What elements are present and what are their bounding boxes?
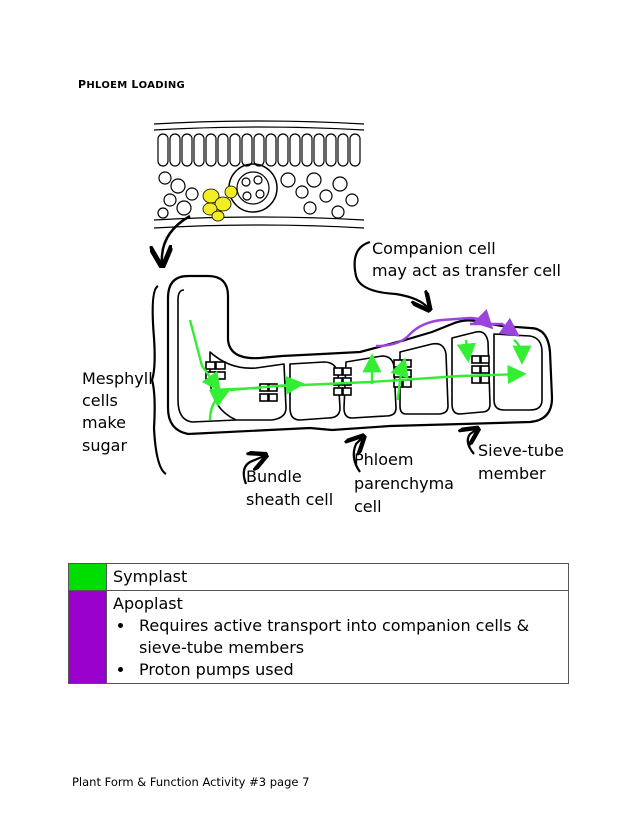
label-sieve-2: member bbox=[478, 464, 546, 483]
legend-apoplast-title: Apoplast bbox=[113, 594, 183, 613]
apoplast-bullet-1: Requires active transport into companion… bbox=[135, 615, 562, 659]
label-phloem-2: parenchyma bbox=[354, 474, 454, 493]
label-phloem-3: cell bbox=[354, 497, 382, 516]
label-phloem-1: Phloem bbox=[354, 450, 413, 469]
label-mesophyll-1: Mesphyll bbox=[82, 369, 153, 388]
label-mesophyll-4: sugar bbox=[82, 436, 127, 455]
label-sieve-1: Sieve-tube bbox=[478, 441, 564, 460]
legend-symplast-title: Symplast bbox=[113, 567, 188, 586]
page-footer: Plant Form & Function Activity #3 page 7 bbox=[72, 775, 310, 789]
label-companion-cell-1: Companion cell bbox=[372, 239, 496, 258]
legend-row-apoplast: Apoplast Requires active transport into … bbox=[68, 590, 569, 684]
label-arrows bbox=[150, 240, 476, 485]
label-mesophyll-2: cells bbox=[82, 391, 118, 410]
leaf-to-diagram-arrow bbox=[162, 214, 191, 263]
bundle-sheath-highlight bbox=[202, 185, 238, 222]
label-bundle-1: Bundle bbox=[246, 467, 302, 486]
label-mesophyll-3: make bbox=[82, 413, 126, 432]
cell-chain bbox=[166, 274, 554, 436]
legend-row-symplast: Symplast bbox=[68, 563, 569, 591]
label-bundle-2: sheath cell bbox=[246, 490, 333, 509]
label-companion-cell-2: may act as transfer cell bbox=[372, 261, 561, 280]
apoplast-bullet-list: Requires active transport into companion… bbox=[113, 615, 562, 681]
apoplast-bullet-2: Proton pumps used bbox=[135, 659, 562, 681]
pathway-legend-table: Symplast Apoplast Requires active transp… bbox=[68, 563, 569, 684]
apoplast-arrows bbox=[375, 309, 520, 348]
symplast-color-swatch bbox=[68, 563, 107, 591]
apoplast-color-swatch bbox=[68, 590, 107, 684]
symplast-arrows bbox=[188, 319, 532, 421]
phloem-loading-diagram: Companion cell may act as transfer cell … bbox=[82, 120, 564, 516]
leaf-cross-section bbox=[153, 120, 365, 232]
section-heading: PHLOEM LOADING bbox=[78, 78, 186, 91]
